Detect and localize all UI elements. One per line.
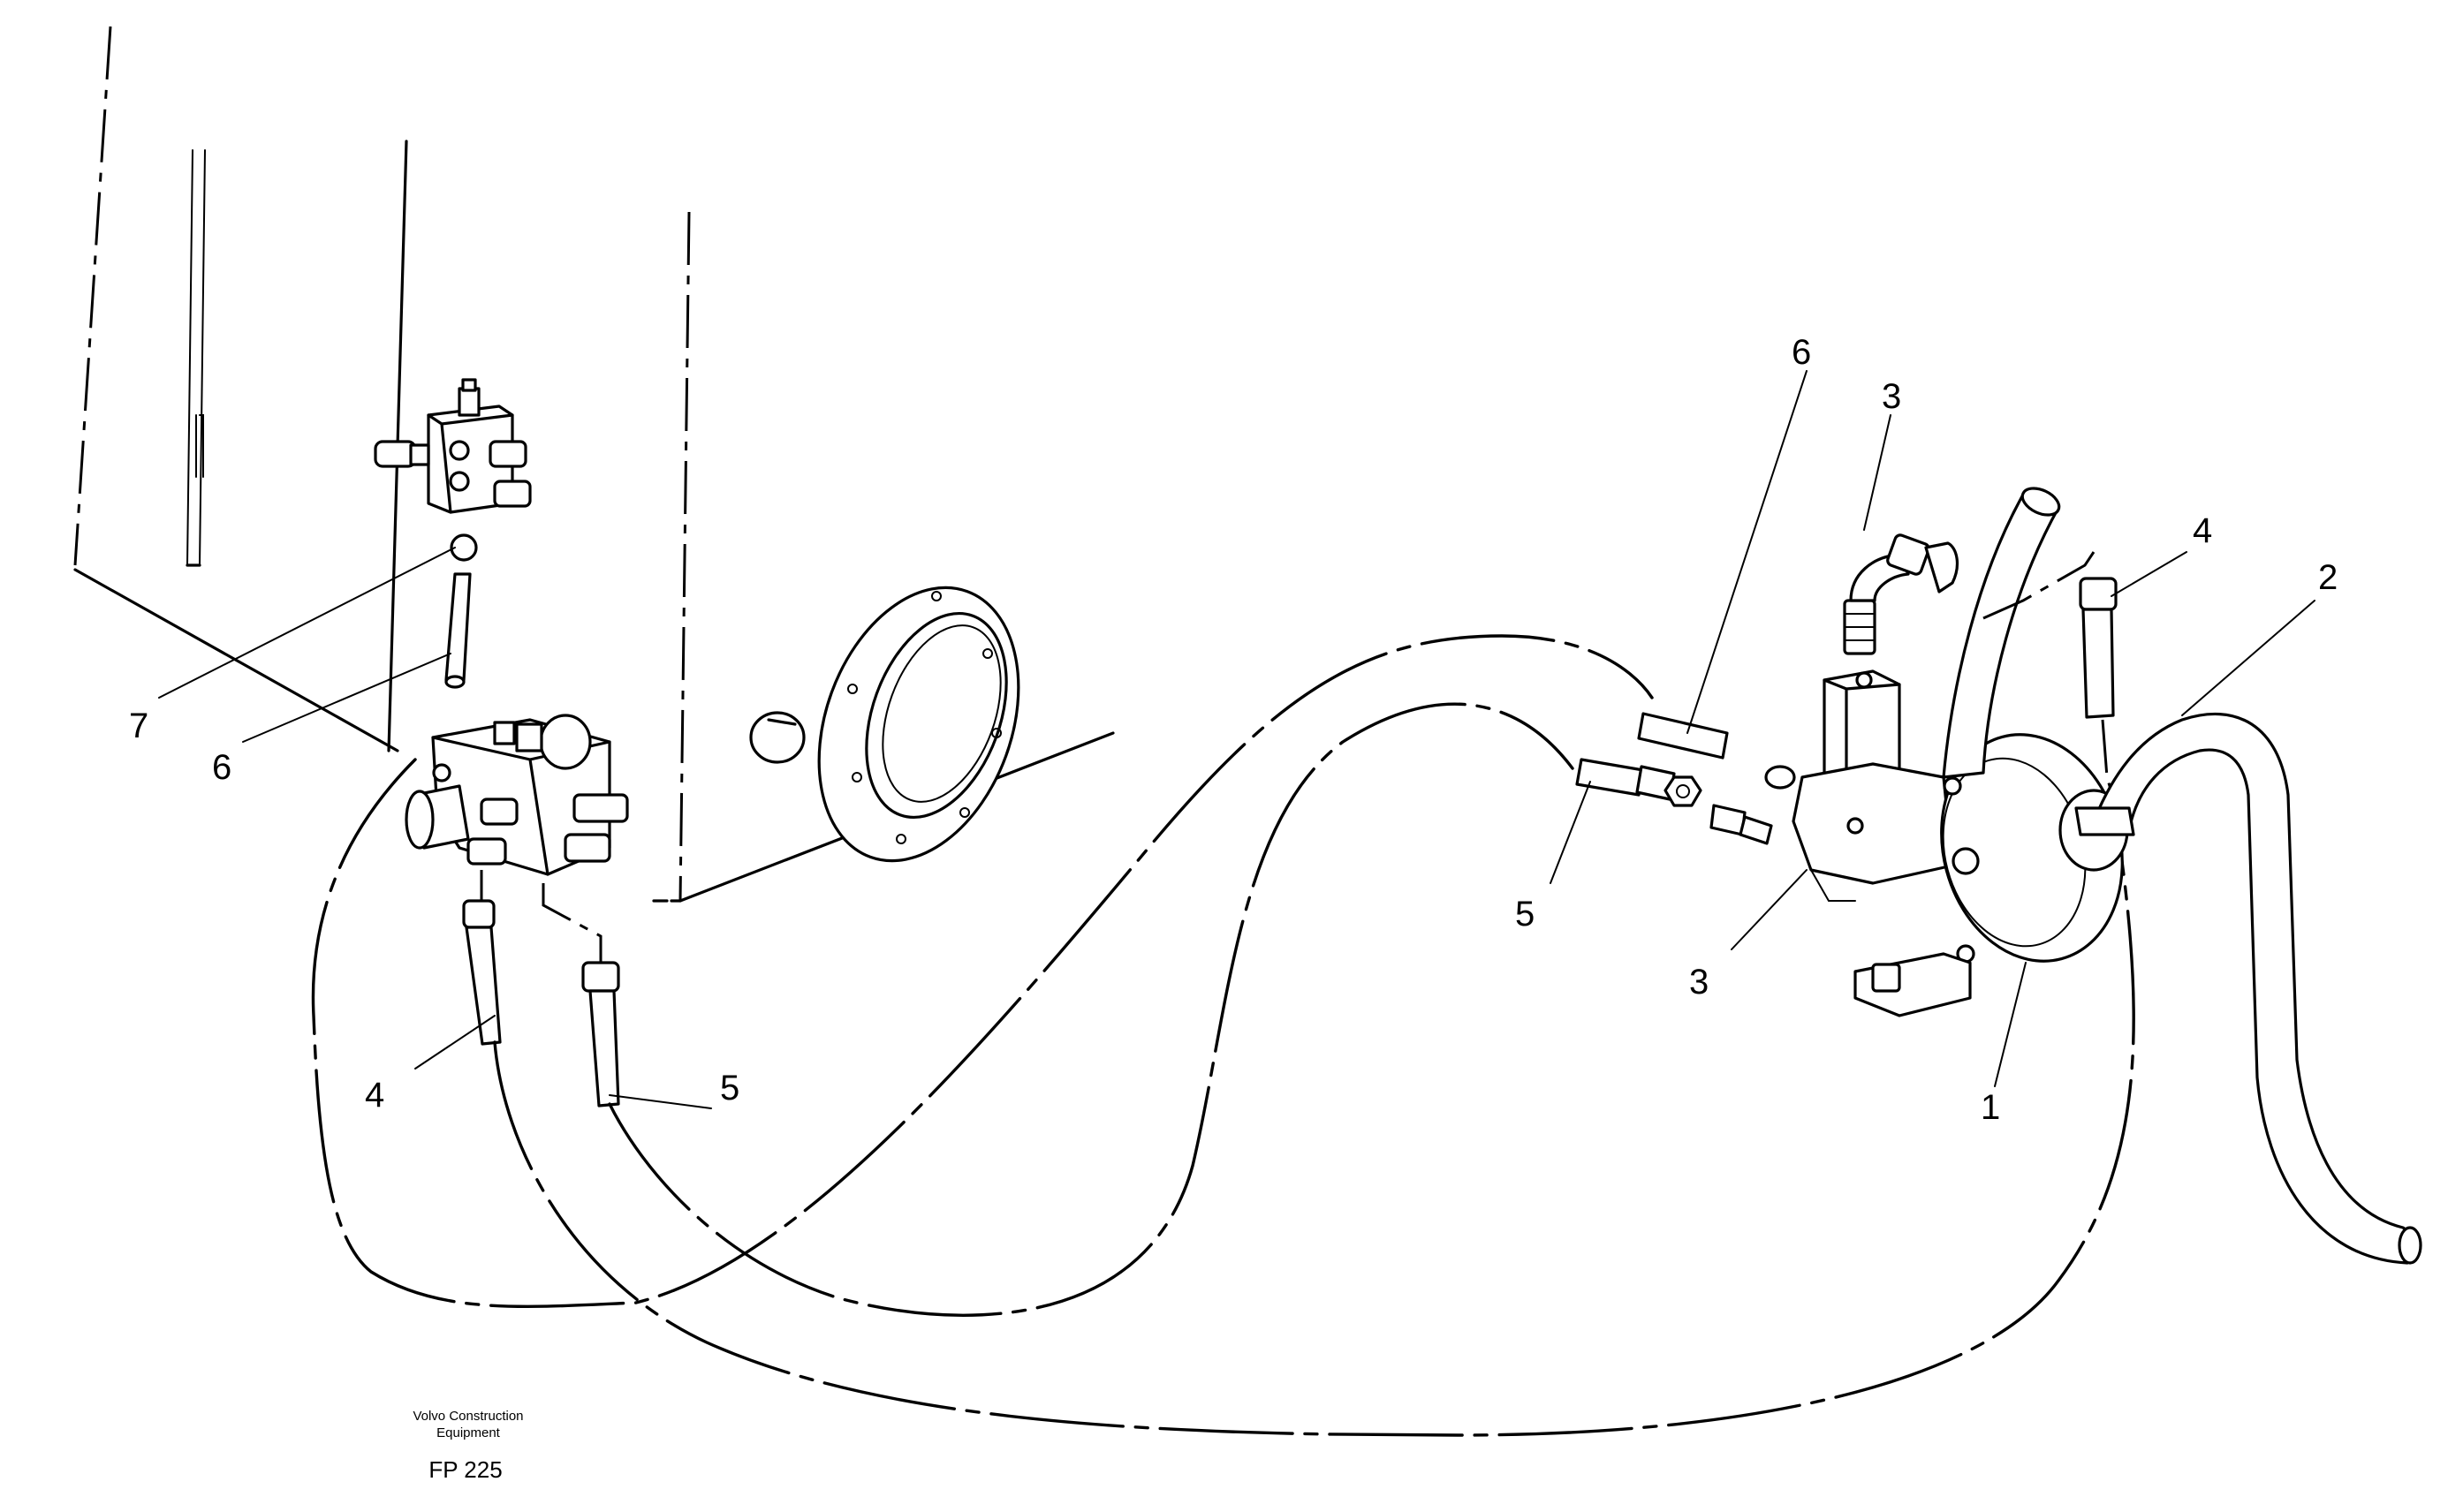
hose-left-5 [542,883,620,1108]
callout-3-top: 3 [1882,377,1901,416]
hose-runs [311,634,2135,1437]
callout-7: 7 [129,707,148,745]
short-hose-left-6 [444,572,472,689]
company-name-line2: Equipment [436,1425,501,1440]
callout-4-right: 4 [2193,511,2212,550]
callout-4-left: 4 [365,1076,384,1115]
body-plug [749,711,806,764]
figure-code: FP 225 [428,1456,502,1483]
callout-3-bottom: 3 [1689,963,1709,1002]
callout-5-left: 5 [720,1069,739,1108]
lower-valve-block [405,714,629,876]
company-name-line1: Volvo Construction [413,1409,523,1424]
body-flange [817,586,1020,863]
leader-lines [158,370,2315,1109]
pump-assembly [1575,487,2422,1265]
upper-valve-block [374,378,532,562]
callout-6-left: 6 [212,748,231,787]
hose-left-4 [462,870,502,1046]
callout-5-right: 5 [1515,895,1535,934]
callout-1: 1 [1981,1088,2000,1127]
callout-2: 2 [2318,558,2338,597]
callout-6-right: 6 [1792,333,1811,372]
